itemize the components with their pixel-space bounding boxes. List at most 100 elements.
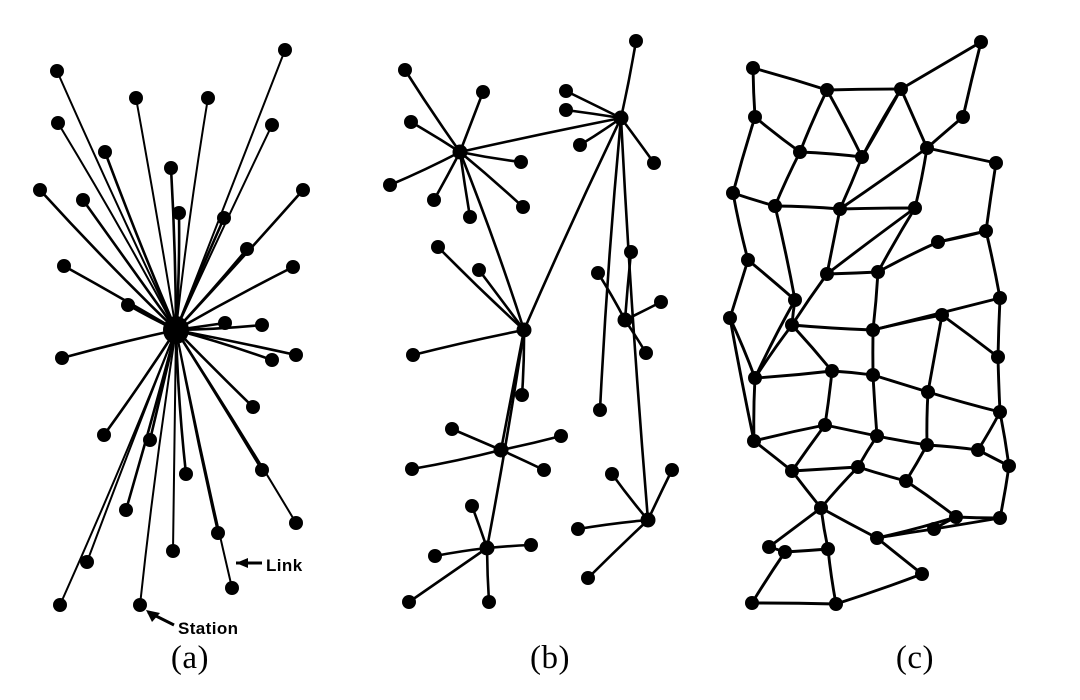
network-link (103, 150, 178, 332)
network-node (748, 371, 762, 385)
network-link (961, 40, 983, 119)
network-link (522, 116, 623, 332)
network-node (785, 464, 799, 478)
caption-panel-b: (b) (530, 640, 570, 676)
network-link (871, 270, 880, 332)
network-link (586, 518, 650, 580)
network-node (265, 118, 279, 132)
network-link (825, 206, 917, 276)
network-link (798, 88, 829, 154)
network-node (921, 385, 935, 399)
network-link (410, 448, 503, 471)
network-node (899, 474, 913, 488)
network-node (1002, 459, 1016, 473)
network-link (38, 188, 178, 332)
network-node (289, 348, 303, 362)
network-link (485, 328, 526, 550)
network-link (984, 229, 1002, 300)
network-node (915, 567, 929, 581)
network-node (971, 443, 985, 457)
network-node (201, 91, 215, 105)
network-node (402, 595, 416, 609)
network-link (124, 328, 178, 512)
network-node (931, 235, 945, 249)
network-link (767, 506, 823, 549)
network-link (57, 122, 177, 331)
network-node (164, 161, 178, 175)
network-link (728, 258, 750, 320)
network-link (790, 465, 860, 473)
network-node (278, 43, 292, 57)
network-node (640, 512, 656, 528)
network-node (956, 110, 970, 124)
network-node (591, 266, 605, 280)
annotation-layer: Link Station (146, 556, 302, 638)
network-link (823, 369, 834, 427)
network-link (996, 355, 1002, 414)
network-node (428, 549, 442, 563)
network-link (825, 87, 903, 92)
network-link (728, 316, 756, 443)
network-link (925, 146, 998, 165)
network-node (855, 150, 869, 164)
network-node (818, 418, 832, 432)
network-node (172, 206, 186, 220)
network-link (102, 328, 178, 437)
network-node (993, 405, 1007, 419)
network-link (823, 423, 879, 438)
network-node (654, 295, 668, 309)
network-node (993, 511, 1007, 525)
network-link (81, 198, 178, 332)
network-node (870, 429, 884, 443)
network-link (984, 161, 998, 233)
caption-panel-c: (c) (895, 640, 935, 676)
network-node (554, 429, 568, 443)
network-node (225, 581, 239, 595)
network-node (406, 348, 420, 362)
network-node (255, 318, 269, 332)
network-link (819, 465, 860, 510)
network-link (998, 410, 1011, 468)
network-node (516, 322, 532, 338)
network-link (875, 434, 929, 447)
network-node (866, 368, 880, 382)
network-link (485, 546, 491, 604)
network-node (476, 85, 490, 99)
network-node (240, 242, 254, 256)
network-node (80, 555, 94, 569)
network-node (571, 522, 585, 536)
network-node (289, 516, 303, 530)
network-link (619, 116, 656, 165)
network-node (404, 115, 418, 129)
network-node (788, 293, 802, 307)
network-node (265, 353, 279, 367)
network-link (477, 268, 526, 332)
network-link (598, 116, 623, 412)
network-node (829, 597, 843, 611)
panel-c-distributed (723, 35, 1016, 611)
network-node (748, 110, 762, 124)
network-link (610, 472, 650, 522)
network-link (619, 116, 650, 522)
network-node (949, 510, 963, 524)
caption-panel-a: (a) (170, 640, 210, 676)
network-node (445, 422, 459, 436)
network-link (751, 66, 829, 92)
network-node (493, 442, 509, 458)
network-node (993, 291, 1007, 305)
network-link (826, 547, 838, 606)
network-node (935, 308, 949, 322)
network-node (814, 501, 828, 515)
network-node (463, 210, 477, 224)
network-node (119, 503, 133, 517)
network-node (605, 467, 619, 481)
network-node (559, 103, 573, 117)
network-node (870, 531, 884, 545)
network-link (175, 124, 273, 331)
network-link (834, 572, 924, 606)
network-link (819, 506, 879, 540)
network-node (979, 224, 993, 238)
panel-a-centralized (33, 43, 310, 612)
network-node (833, 202, 847, 216)
